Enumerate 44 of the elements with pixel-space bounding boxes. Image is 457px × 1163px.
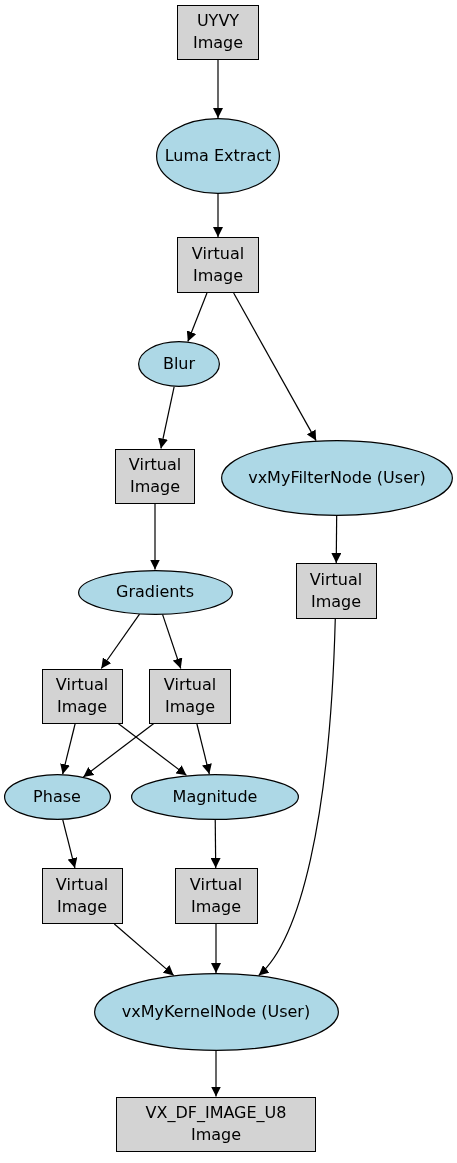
arrow bbox=[186, 292, 208, 343]
node-label: Virtual Image bbox=[54, 874, 110, 918]
node-label: Blur bbox=[161, 353, 197, 375]
arrow bbox=[233, 292, 317, 442]
arrow bbox=[60, 722, 76, 775]
arrow bbox=[150, 502, 160, 571]
image-box bbox=[177, 237, 259, 293]
image-box bbox=[295, 563, 377, 619]
arrow bbox=[213, 58, 223, 119]
arrow bbox=[213, 193, 223, 238]
arrow bbox=[211, 923, 221, 974]
node-label: VX_DF_IMAGE_U8 Image bbox=[144, 1102, 288, 1146]
arrow bbox=[331, 515, 342, 564]
node-label: vxMyKernelNode (User) bbox=[120, 1001, 312, 1023]
image-box bbox=[174, 868, 258, 924]
arrow bbox=[211, 1050, 221, 1098]
node-label: Virtual Image bbox=[162, 674, 218, 718]
node-label: Virtual Image bbox=[188, 874, 244, 918]
image-box bbox=[177, 4, 259, 60]
arrow bbox=[161, 613, 183, 670]
arrow bbox=[158, 386, 175, 450]
arrow bbox=[117, 722, 188, 776]
arrow bbox=[196, 722, 212, 775]
node-label: Virtual Image bbox=[190, 243, 246, 287]
node-label: vxMyFilterNode (User) bbox=[247, 467, 427, 489]
arrow bbox=[258, 618, 336, 977]
image-box bbox=[116, 1096, 316, 1152]
image-box bbox=[115, 448, 195, 504]
node-label: Luma Extract bbox=[163, 145, 273, 167]
node-label: UYVY Image bbox=[191, 10, 245, 54]
node-label: Magnitude bbox=[171, 786, 259, 808]
node-label: Virtual Image bbox=[127, 454, 183, 498]
arrow bbox=[113, 923, 175, 976]
arrow bbox=[100, 613, 141, 670]
node-label: Virtual Image bbox=[308, 569, 364, 613]
arrow bbox=[82, 722, 155, 778]
arrow bbox=[62, 819, 78, 869]
image-box bbox=[41, 668, 123, 724]
arrow bbox=[210, 819, 221, 869]
image-box bbox=[149, 668, 231, 724]
node-label: Phase bbox=[32, 786, 82, 808]
node-label: Gradients bbox=[115, 581, 195, 603]
node-label: Virtual Image bbox=[54, 674, 110, 718]
image-box bbox=[41, 868, 123, 924]
